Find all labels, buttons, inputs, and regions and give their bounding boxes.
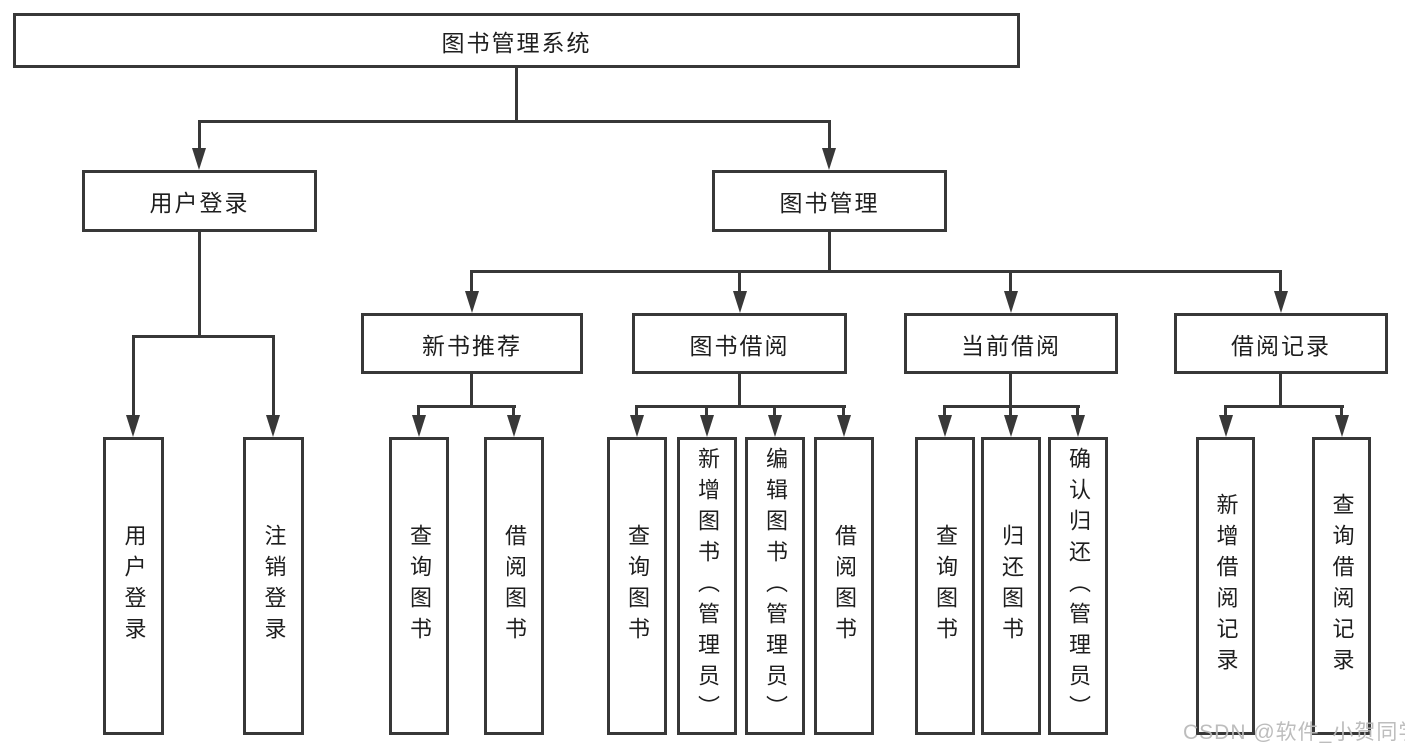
arrow-head	[1335, 415, 1349, 437]
connector-line	[417, 405, 516, 408]
connector-line	[773, 405, 776, 421]
arrow-head	[1004, 291, 1018, 313]
arrow-head	[733, 291, 747, 313]
connector-line	[1279, 374, 1282, 408]
node-root: 图书管理系统	[13, 13, 1020, 68]
node-current-borrow-label: 当前借阅	[961, 332, 1061, 359]
arrow-head	[700, 415, 714, 437]
leaf-query-books-recommend-label: 查询图书	[407, 524, 432, 648]
connector-line	[943, 405, 946, 421]
connector-line	[512, 405, 515, 421]
csdn-watermark: CSDN @软件_小贺同学	[1183, 721, 1405, 744]
node-root-label: 图书管理系统	[441, 29, 592, 56]
leaf-confirm-return-admin: 确认归还（管理员）	[1048, 437, 1108, 735]
leaf-confirm-return-admin-label: 确认归还（管理员）	[1066, 446, 1091, 726]
connector-line	[132, 335, 135, 419]
node-user-login-label: 用户登录	[149, 190, 250, 216]
leaf-logout: 注销登录	[243, 437, 304, 735]
arrow-head	[630, 415, 644, 437]
arrow-head	[465, 291, 479, 313]
leaf-query-books-borrow: 查询图书	[607, 437, 667, 735]
node-new-book-recommend: 新书推荐	[361, 313, 583, 374]
leaf-edit-book-admin: 编辑图书（管理员）	[745, 437, 805, 735]
leaf-add-borrow-record-label: 新增借阅记录	[1213, 493, 1239, 679]
arrow-head	[126, 415, 140, 437]
arrow-head	[1274, 291, 1288, 313]
connector-line	[198, 120, 831, 123]
connector-line	[635, 405, 638, 421]
connector-line	[198, 120, 201, 152]
connector-line	[1009, 374, 1012, 408]
connector-line	[705, 405, 708, 421]
node-book-borrow: 图书借阅	[632, 313, 847, 374]
connector-line	[842, 405, 845, 421]
connector-line	[1340, 405, 1343, 421]
connector-line	[635, 405, 846, 408]
arrow-head	[768, 415, 782, 437]
connector-line	[738, 270, 741, 294]
leaf-logout-label: 注销登录	[261, 524, 287, 648]
leaf-user-login: 用户登录	[103, 437, 164, 735]
leaf-borrow-books: 借阅图书	[814, 437, 874, 735]
leaf-return-books-label: 归还图书	[999, 524, 1024, 648]
leaf-query-borrow-record-label: 查询借阅记录	[1329, 493, 1355, 679]
connector-line	[828, 232, 831, 272]
connector-line	[515, 68, 518, 122]
arrow-head	[507, 415, 521, 437]
arrow-head	[192, 148, 206, 170]
arrow-head	[1071, 415, 1085, 437]
connector-line	[471, 270, 1282, 273]
leaf-query-books-borrow-label: 查询图书	[625, 524, 650, 648]
leaf-borrow-books-recommend-label: 借阅图书	[502, 524, 527, 648]
node-current-borrow: 当前借阅	[904, 313, 1118, 374]
arrow-head	[1219, 415, 1233, 437]
node-book-borrow-label: 图书借阅	[689, 332, 790, 359]
leaf-query-books-recommend: 查询图书	[389, 437, 449, 735]
connector-line	[828, 120, 831, 152]
leaf-edit-book-admin-label: 编辑图书（管理员）	[763, 446, 788, 726]
connector-line	[1009, 405, 1012, 421]
connector-line	[198, 232, 201, 336]
arrow-head	[266, 415, 280, 437]
connector-line	[132, 335, 275, 338]
leaf-query-books-current-label: 查询图书	[933, 524, 958, 648]
arrow-head	[412, 415, 426, 437]
leaf-query-books-current: 查询图书	[915, 437, 975, 735]
connector-line	[417, 405, 420, 421]
connector-line	[1224, 405, 1344, 408]
leaf-add-book-admin-label: 新增图书（管理员）	[695, 446, 720, 726]
leaf-borrow-books-label: 借阅图书	[832, 524, 857, 648]
leaf-add-book-admin: 新增图书（管理员）	[677, 437, 737, 735]
leaf-user-login-label: 用户登录	[121, 524, 147, 648]
connector-line	[1009, 270, 1012, 294]
leaf-borrow-books-recommend: 借阅图书	[484, 437, 544, 735]
arrow-head	[822, 148, 836, 170]
node-borrow-records: 借阅记录	[1174, 313, 1388, 374]
leaf-query-borrow-record: 查询借阅记录	[1312, 437, 1371, 735]
leaf-return-books: 归还图书	[981, 437, 1041, 735]
arrow-head	[1004, 415, 1018, 437]
node-new-book-recommend-label: 新书推荐	[422, 332, 522, 359]
connector-line	[1224, 405, 1227, 421]
node-book-management: 图书管理	[712, 170, 947, 232]
leaf-add-borrow-record: 新增借阅记录	[1196, 437, 1255, 735]
node-borrow-records-label: 借阅记录	[1231, 332, 1331, 359]
node-book-management-label: 图书管理	[779, 190, 880, 216]
connector-line	[470, 270, 473, 294]
connector-line	[738, 374, 741, 408]
connector-line	[1076, 405, 1079, 421]
connector-line	[272, 335, 275, 419]
arrow-head	[837, 415, 851, 437]
arrow-head	[938, 415, 952, 437]
node-user-login: 用户登录	[82, 170, 317, 232]
connector-line	[1279, 270, 1282, 294]
connector-line	[470, 374, 473, 408]
